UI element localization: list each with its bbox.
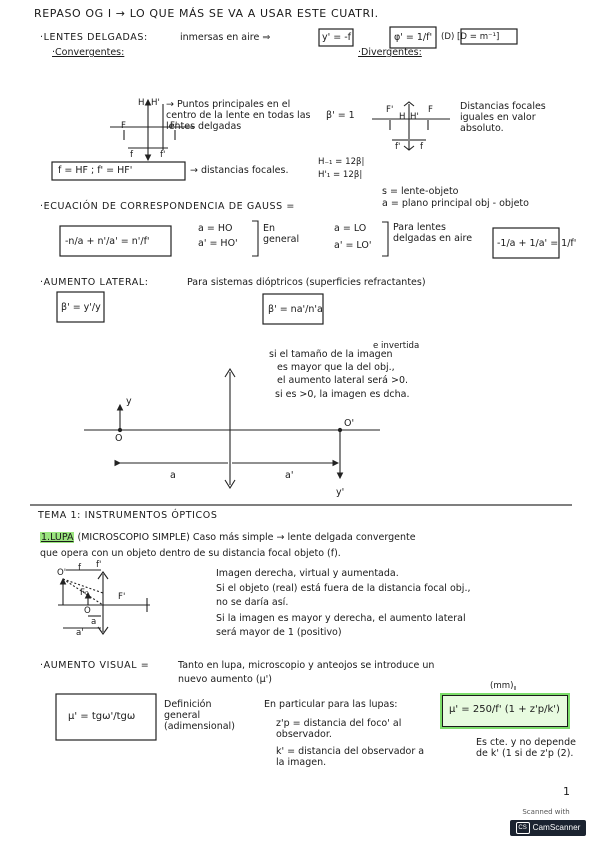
mag-label-ap: a' — [285, 470, 294, 481]
mm-label: (mm) — [490, 681, 514, 691]
mag-label-a: a — [170, 470, 176, 481]
para-lentes: Para lentes delgadas en aire — [393, 222, 473, 244]
img2: Si el objeto (real) está fuera de la dis… — [216, 583, 471, 594]
note-insert: e invertida — [373, 341, 420, 351]
label-fp: f' — [160, 150, 166, 160]
a-eq: a = HO — [198, 223, 233, 234]
camscanner-icon: CS — [515, 821, 530, 834]
label-H: H — [138, 98, 145, 108]
div-label-Fp: F' — [386, 105, 394, 115]
visual-desc2: nuevo aumento (μ') — [178, 674, 272, 685]
focal-box: f = HF ; f' = HF' — [58, 165, 133, 176]
div-label-F: F — [428, 105, 433, 115]
note4: si es >0, la imagen es dcha. — [275, 389, 410, 400]
label-f: f — [130, 150, 134, 160]
img3: no se daría así. — [216, 597, 289, 608]
ap-lo: a' = LO' — [334, 240, 372, 251]
beta-formula: y' = -f — [322, 32, 352, 43]
lupa-rest: (MICROSCOPIO SIMPLE) Caso más simple → l… — [77, 532, 416, 543]
lupa-line2: que opera con un objeto dentro de su dis… — [40, 548, 341, 559]
page-title: REPASO OG I → LO QUE MÁS SE VA A USAR ES… — [34, 7, 379, 20]
s-def: s = lente-objeto — [382, 186, 459, 197]
lupa-line1: 1.LUPA (MICROSCOPIO SIMPLE) Caso más sim… — [40, 532, 416, 543]
phi-formula: φ' = 1/f' — [394, 32, 433, 43]
aumento-desc: Para sistemas dióptricos (superficies re… — [187, 277, 426, 288]
mag-label-Op: O' — [344, 418, 355, 429]
beta2: β' = na'/n'a — [268, 304, 323, 315]
lentes-desc: inmersas en aire ⇒ — [180, 32, 271, 43]
mu-def: μ' = tgω'/tgω — [68, 711, 136, 722]
units: (D) [D = m⁻¹] — [441, 32, 500, 42]
divergent-lens-diagram — [372, 101, 450, 151]
label-F: F — [121, 121, 126, 131]
lupa-label-Fo: F₀ — [80, 588, 89, 598]
beta-eq: β' = 1 — [326, 110, 355, 121]
visual-desc1: Tanto en lupa, microscopio y anteojos se… — [178, 660, 435, 671]
lupa-label-O: O — [84, 606, 91, 616]
tema-title: TEMA 1: INSTRUMENTOS ÓPTICOS — [38, 510, 218, 521]
gauss-eq-right: -1/a + 1/a' = 1/f' — [497, 238, 577, 249]
lupa-label-fp: f' — [96, 560, 102, 570]
lupa-label-ap: a' — [76, 628, 84, 638]
label-Fp: F' — [170, 121, 178, 131]
gauss-heading: ·ECUACIÓN DE CORRESPONDENCIA DE GAUSS = — [40, 201, 295, 212]
mag-label-O: O — [115, 433, 123, 444]
a-def: a = plano principal obj - objeto — [382, 198, 529, 209]
convergentes-label: ·Convergentes: — [52, 47, 125, 58]
img4: Si la imagen es mayor y derecha, el aume… — [216, 613, 466, 624]
lupa-label-a: a — [91, 617, 97, 627]
mu-lupa: μ' = 250/f' (1 + z'p/k') — [449, 704, 560, 715]
puntos-principales: → Puntos principales en el centro de la … — [166, 99, 311, 132]
aumento-heading: ·AUMENTO LATERAL: — [40, 277, 149, 288]
lentes-heading: ·LENTES DELGADAS: — [40, 32, 148, 43]
h-minus: H₋₁ = 12β| — [318, 157, 365, 167]
mag-label-y: y — [126, 396, 132, 407]
mag-label-yp: y' — [336, 487, 345, 498]
scanned-with-label: Scanned with — [522, 808, 570, 816]
lupa-label-Fp: F' — [118, 592, 126, 602]
div-label-f: f — [420, 142, 424, 152]
def-label: Definición general (adimensional) — [164, 699, 235, 732]
note3: el aumento lateral será >0. — [277, 375, 409, 386]
note1: si el tamaño de la imagen — [269, 349, 393, 360]
dist-iguales: Distancias focales iguales en valor abso… — [460, 101, 546, 134]
mu-lupa-box — [442, 695, 568, 727]
page-number: 1 — [563, 785, 570, 798]
camscanner-brand: CamScanner — [532, 823, 581, 832]
convergent-lens-diagram — [110, 98, 195, 162]
div-label-fp: f' — [395, 142, 401, 152]
note2: es mayor que la del obj., — [277, 362, 395, 373]
brackets — [252, 220, 389, 257]
lupa-label-f: f — [78, 563, 82, 573]
cte-note: Es cte. y no depende de k' (1 si de z'p … — [476, 737, 576, 759]
visual-heading: ·AUMENTO VISUAL = — [40, 660, 150, 671]
dist-focales: → distancias focales. — [190, 165, 289, 176]
a-lo: a = LO — [334, 223, 367, 234]
lupa-label-Op: O' — [57, 568, 67, 578]
divergentes-label: ·Divergentes: — [358, 47, 422, 58]
magnification-diagram — [84, 367, 380, 490]
h-prime: H'₁ = 12β| — [318, 170, 363, 180]
label-Hp: H' — [151, 98, 160, 108]
formula-boxes — [51, 26, 560, 741]
kp-def: k' = distancia del observador a la image… — [276, 746, 425, 768]
zp-def: z'p = distancia del foco' al observador. — [276, 718, 402, 740]
ap-eq: a' = HO' — [198, 238, 238, 249]
img1: Imagen derecha, virtual y aumentada. — [216, 568, 399, 579]
lupa-diagram — [58, 569, 150, 635]
gauss-eq-left: -n/a + n'/a' = n'/f' — [65, 236, 150, 247]
beta1: β' = y'/y — [61, 302, 101, 313]
div-label-Hp: H' — [410, 112, 419, 122]
lupa-highlight: 1.LUPA — [40, 532, 75, 543]
en-general: En general — [263, 223, 300, 245]
div-label-H: H — [399, 112, 406, 122]
lupa-note: En particular para las lupas: — [264, 699, 398, 710]
img5: será mayor de 1 (positivo) — [216, 627, 342, 638]
